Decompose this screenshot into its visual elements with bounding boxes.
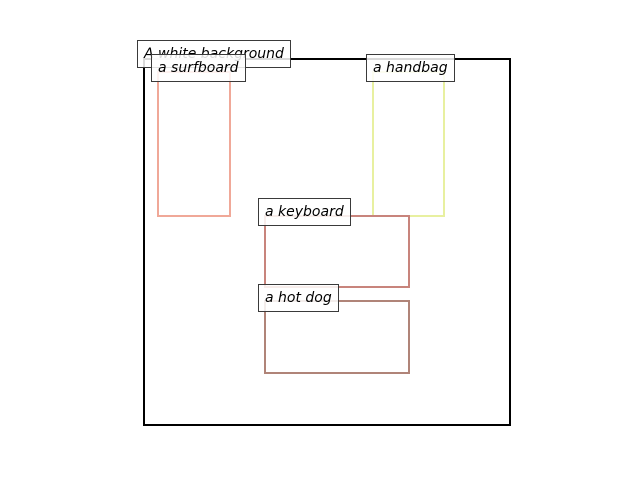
surfboard-box [157,71,231,217]
keyboard-label: a keyboard [258,198,351,226]
background-frame [143,58,511,426]
handbag-label: a handbag [366,54,455,82]
surfboard-label: a surfboard [151,54,246,82]
hotdog-label: a hot dog [258,284,339,312]
keyboard-box [264,215,410,288]
handbag-box [372,71,445,217]
